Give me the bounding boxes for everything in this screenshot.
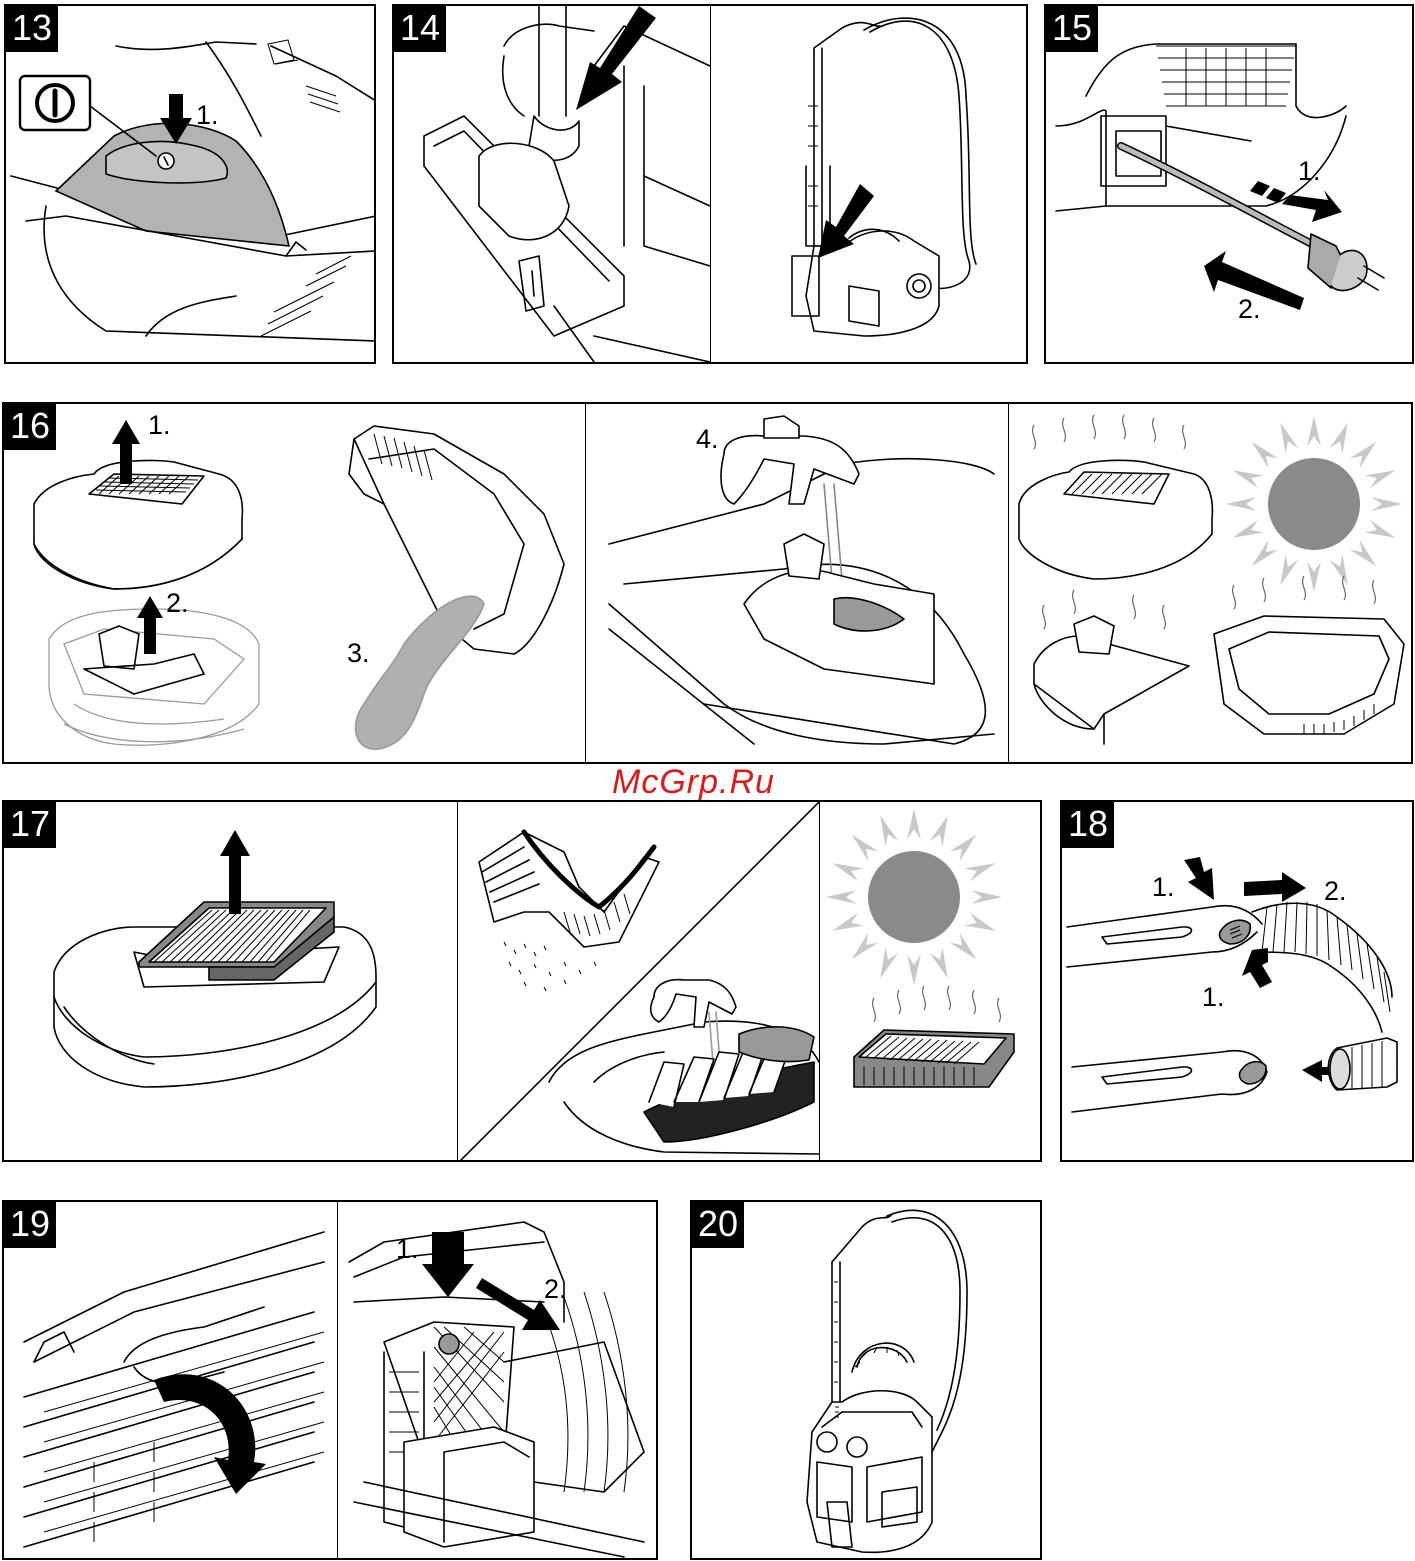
sun-ray <box>1233 470 1264 488</box>
sun-icon <box>1226 416 1402 592</box>
illustration-tube-park <box>394 6 1028 364</box>
sun-ray <box>833 913 864 931</box>
figure-number: 20 <box>692 1202 744 1248</box>
sun-ray <box>1330 555 1348 586</box>
sun-ray <box>950 835 976 861</box>
step-label: 2. <box>544 1274 567 1304</box>
step-label: 1. <box>148 410 171 440</box>
figure-number: 13 <box>6 6 58 52</box>
illustration-power-cord <box>1046 6 1414 364</box>
figure-15: 15 1. 2. <box>1044 4 1414 364</box>
sun-ray <box>965 863 996 881</box>
figure-13: 13 1. <box>4 4 376 364</box>
sun-ray <box>833 863 864 881</box>
step-label: 1. <box>1152 872 1175 902</box>
figure-14: 14 <box>392 4 1028 364</box>
figure-number: 18 <box>1062 802 1114 848</box>
sun-ray <box>1252 442 1278 468</box>
figure-number: 14 <box>394 6 446 52</box>
sun-icon <box>826 809 1002 985</box>
step-label: 1. <box>396 1234 419 1264</box>
sun-ray <box>1365 470 1396 488</box>
step-label: 4. <box>696 424 719 454</box>
sun-ray <box>950 933 976 959</box>
sun-ray <box>1372 497 1402 511</box>
sun-ray <box>1307 416 1321 446</box>
sun-ray <box>1233 520 1264 538</box>
sun-ray <box>880 816 898 847</box>
figure-18: 18 1. 2. 1. <box>1060 800 1414 1162</box>
illustration-container-cleaning <box>4 404 1413 764</box>
figure-number: 16 <box>4 404 56 450</box>
step-label: 1. <box>1298 156 1321 186</box>
sun-ray <box>1350 540 1376 566</box>
sun-ray <box>907 955 921 985</box>
sun-ray <box>1350 442 1376 468</box>
step-label: 1. <box>1202 982 1225 1012</box>
figure-16: 16 <box>2 402 1413 764</box>
sun-ray <box>1307 562 1321 592</box>
sun-ray <box>1330 423 1348 454</box>
sun-ray <box>1280 423 1298 454</box>
sun-ray <box>1365 520 1396 538</box>
figure-20: 20 <box>690 1200 1042 1560</box>
illustration-flat-filter <box>4 802 1042 1162</box>
illustration-exhaust-filter <box>4 1202 658 1560</box>
step-label: 2. <box>1238 294 1261 324</box>
figure-17: 17 <box>2 800 1042 1162</box>
figure-number: 15 <box>1046 6 1098 52</box>
sun-ray <box>1280 555 1298 586</box>
sun-ray <box>930 948 948 979</box>
sun-ray <box>1226 497 1256 511</box>
watermark-text: McGrp.Ru <box>612 763 775 802</box>
step-label: 1. <box>196 100 219 130</box>
sun-ray <box>972 890 1002 904</box>
sun-ray <box>880 948 898 979</box>
sun-ray <box>852 835 878 861</box>
sun-ray <box>965 913 996 931</box>
figure-number: 19 <box>4 1202 56 1248</box>
illustration-power-switch <box>6 6 376 364</box>
step-label: 3. <box>347 638 370 668</box>
figure-19: 19 1. 2. <box>2 1200 658 1560</box>
sun-ray <box>826 890 856 904</box>
figure-number: 17 <box>4 802 56 848</box>
sun-ray <box>1252 540 1278 566</box>
sun-ray <box>930 816 948 847</box>
step-label: 2. <box>1324 876 1347 906</box>
sun-ray <box>852 933 878 959</box>
sun-ray <box>907 809 921 839</box>
illustration-hose-release <box>1062 802 1414 1162</box>
step-label: 2. <box>166 588 189 618</box>
illustration-storage <box>692 1202 1042 1560</box>
